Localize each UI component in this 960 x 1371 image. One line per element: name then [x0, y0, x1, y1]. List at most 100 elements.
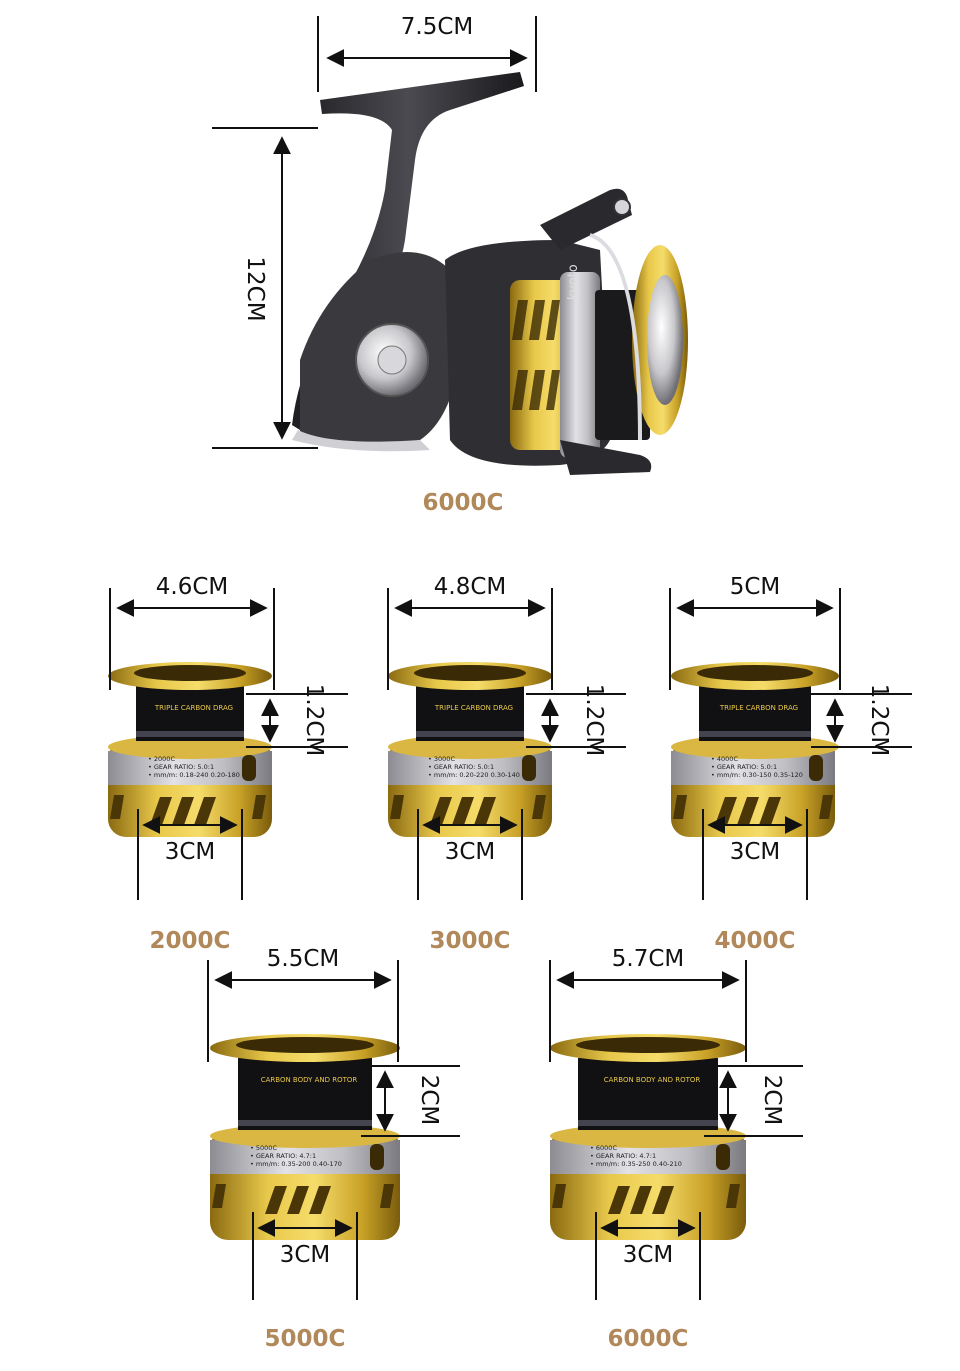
- reel-bail-arm: [560, 440, 652, 475]
- spool-info-line: • 6000C: [590, 1144, 617, 1152]
- spool-line-band: [578, 1058, 718, 1130]
- spool-base-label: 3CM: [622, 1242, 674, 1268]
- spool-info-line: • mm/m: 0.30-150 0.35-120: [711, 771, 803, 779]
- reel-bail-wire: [589, 233, 642, 441]
- spool-6000C: CARBON BODY AND ROTOR • 6000C• GEAR RATIO…: [550, 1034, 746, 1240]
- spool-dimensions-5000C: [207, 960, 460, 1300]
- spool-width-label: 5CM: [729, 574, 781, 600]
- main-height-dimension: [212, 127, 318, 449]
- spool-info-line: • 3000C: [428, 755, 455, 763]
- spool-holo-strip: [136, 731, 244, 737]
- main-model-label: 6000C: [422, 490, 504, 516]
- spool-slot: [673, 795, 687, 819]
- spool-slot: [212, 1184, 226, 1208]
- spool-width-label: 5.7CM: [611, 946, 685, 972]
- spool-info-line: • mm/m: 0.35-250 0.40-210: [590, 1160, 682, 1168]
- spool-lip-inner: [236, 1037, 374, 1053]
- spool-window: [522, 755, 536, 781]
- spool-slot: [287, 1186, 309, 1214]
- spool-band-text: TRIPLE CARBON DRAG: [719, 704, 798, 712]
- spool-band-text: CARBON BODY AND ROTOR: [261, 1076, 358, 1084]
- spool-slot: [552, 1184, 566, 1208]
- spool-height-label: 2CM: [759, 1074, 785, 1126]
- main-width-label: 7.5CM: [400, 14, 474, 40]
- spool-info-line: • GEAR RATIO: 4.7:1: [250, 1152, 316, 1160]
- spool-info-line: • GEAR RATIO: 5.0:1: [148, 763, 214, 771]
- spool-band-text: CARBON BODY AND ROTOR: [604, 1076, 701, 1084]
- reel-handle-arm: [540, 188, 632, 250]
- spool-lip-inner: [134, 665, 246, 681]
- reel-handle-bolt: [613, 198, 631, 216]
- main-width-dimension: [317, 16, 537, 92]
- reel-spool-cap: [647, 275, 683, 405]
- main-reel: [292, 72, 688, 475]
- spool-band-text: TRIPLE CARBON DRAG: [154, 704, 233, 712]
- spool-info-line: • GEAR RATIO: 4.7:1: [590, 1152, 656, 1160]
- spool-window: [242, 755, 256, 781]
- reel-knob-center: [377, 345, 407, 375]
- spools-layer: TRIPLE CARBON DRAG• 2000C• GEAR RATIO: 5…: [108, 588, 912, 1300]
- spool-model-label: 3000C: [429, 928, 511, 954]
- spool-lip-inner: [697, 665, 813, 681]
- spool-slot: [309, 1186, 331, 1214]
- spool-slot: [652, 1186, 674, 1214]
- reel-silver-trim: [292, 430, 430, 452]
- spool-model-label: 6000C: [607, 1326, 689, 1352]
- spool-slot: [608, 1186, 630, 1214]
- spool-base-label: 3CM: [279, 1242, 331, 1268]
- spool-base-label: 3CM: [164, 839, 216, 865]
- spool-dimensions-4000C: [669, 588, 912, 900]
- spool-height-label: 1.2CM: [301, 683, 327, 756]
- spool-line-band: [238, 1058, 372, 1130]
- spool-info-line: • mm/m: 0.35-200 0.40-170: [250, 1160, 342, 1168]
- spool-info-line: • 4000C: [711, 755, 738, 763]
- main-height-label: 12CM: [242, 256, 268, 322]
- spool-height-label: 2CM: [416, 1074, 442, 1126]
- spool-info-line: • GEAR RATIO: 5.0:1: [428, 763, 494, 771]
- spool-info-line: • 2000C: [148, 755, 175, 763]
- reel-spool-slots: [512, 300, 560, 410]
- spool-slot: [390, 795, 404, 819]
- spool-dimensions-6000C: [549, 960, 803, 1300]
- spool-info-line: • GEAR RATIO: 5.0:1: [711, 763, 777, 771]
- spool-window: [370, 1144, 384, 1170]
- spool-slot: [819, 795, 833, 819]
- spool-5000C: CARBON BODY AND ROTOR • 5000C• GEAR RATIO…: [210, 1034, 400, 1240]
- spool-slot: [380, 1184, 394, 1208]
- spool-dimensions-2000C: [109, 588, 348, 900]
- spool-width-label: 4.6CM: [155, 574, 229, 600]
- spool-model-label: 2000C: [149, 928, 231, 954]
- spool-holo-strip: [238, 1120, 372, 1126]
- spool-base-label: 3CM: [444, 839, 496, 865]
- spool-dimensions-3000C: [387, 588, 626, 900]
- spool-window: [716, 1144, 730, 1170]
- spool-holo-strip: [416, 731, 524, 737]
- spool-height-label: 1.2CM: [581, 683, 607, 756]
- spool-holo-strip: [578, 1120, 718, 1126]
- spool-2000C: TRIPLE CARBON DRAG • 2000C• GEAR RATIO: 5…: [108, 662, 272, 837]
- reel-brand-text: kyoto: [566, 264, 581, 300]
- reel-spool-silver-band: [560, 272, 600, 458]
- spool-info-line: • mm/m: 0.20-220 0.30-140: [428, 771, 520, 779]
- spool-slot: [110, 795, 124, 819]
- spool-holo-strip: [699, 731, 811, 737]
- spool-slot: [532, 795, 546, 819]
- spool-width-label: 4.8CM: [433, 574, 507, 600]
- spool-model-label: 5000C: [264, 1326, 346, 1352]
- spool-window: [809, 755, 823, 781]
- spool-info-line: • 5000C: [250, 1144, 277, 1152]
- spool-width-label: 5.5CM: [266, 946, 340, 972]
- spool-lip-inner: [576, 1037, 720, 1053]
- spool-info-line: • mm/m: 0.18-240 0.20-180: [148, 771, 240, 779]
- spool-slot: [630, 1186, 652, 1214]
- spool-3000C: TRIPLE CARBON DRAG • 3000C• GEAR RATIO: 5…: [388, 662, 552, 837]
- spool-lip-inner: [414, 665, 526, 681]
- spool-slot: [726, 1184, 740, 1208]
- spool-slot: [252, 795, 266, 819]
- spool-height-label: 1.2CM: [866, 683, 892, 756]
- spool-slot: [265, 1186, 287, 1214]
- spool-band-text: TRIPLE CARBON DRAG: [434, 704, 513, 712]
- spool-model-label: 4000C: [714, 928, 796, 954]
- spool-base-label: 3CM: [729, 839, 781, 865]
